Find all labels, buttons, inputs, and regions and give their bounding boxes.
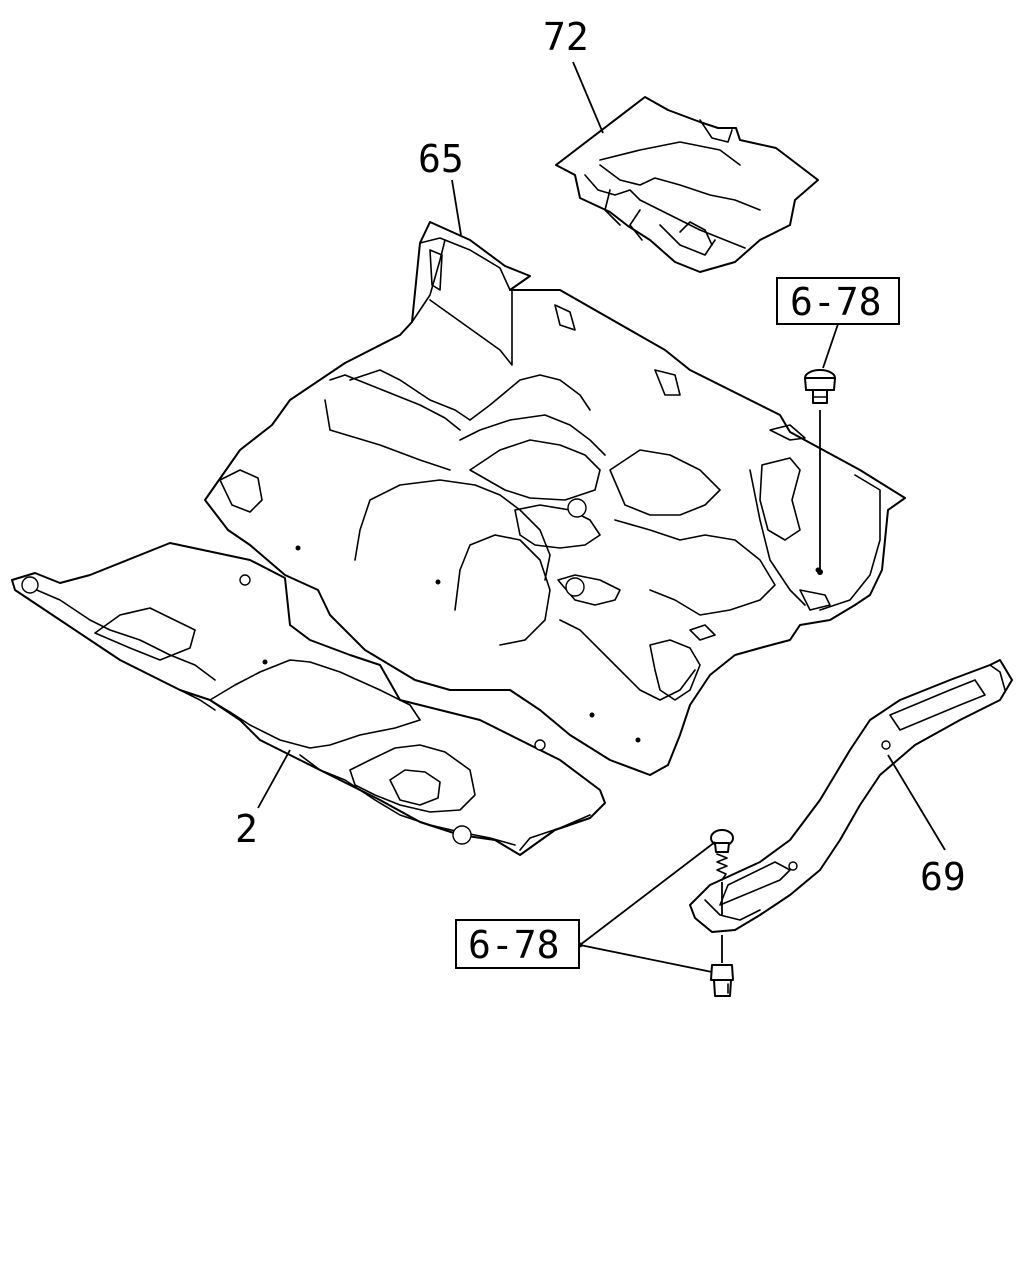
- callout-72: 72: [543, 15, 589, 59]
- nut-clip-fastener[interactable]: [710, 964, 734, 997]
- part-69-sill-plate[interactable]: [689, 659, 1013, 933]
- reference-label-upper: 6-78: [790, 280, 882, 324]
- reference-box-upper[interactable]: 6-78: [776, 277, 900, 325]
- leader-72: [572, 61, 604, 134]
- screw-fastener[interactable]: [710, 829, 734, 881]
- callout-2: 2: [235, 807, 258, 851]
- callout-65: 65: [418, 137, 464, 181]
- callout-69: 69: [920, 855, 966, 899]
- part-2-front-floor-mat[interactable]: [11, 542, 606, 856]
- reference-box-lower[interactable]: 6-78: [455, 919, 580, 969]
- leader-ref-lower-nut: [579, 944, 713, 973]
- reference-label-lower: 6-78: [468, 923, 560, 967]
- push-clip-fastener[interactable]: [804, 369, 836, 404]
- part-72-rear-floor-mat[interactable]: [555, 96, 819, 273]
- leader-ref-upper: [822, 323, 839, 369]
- part-65-main-floor-carpet[interactable]: [204, 221, 906, 776]
- leader-2: [257, 749, 291, 809]
- leader-ref-lower-screw: [579, 841, 716, 946]
- leader-69: [887, 754, 946, 851]
- leader-65: [451, 179, 462, 236]
